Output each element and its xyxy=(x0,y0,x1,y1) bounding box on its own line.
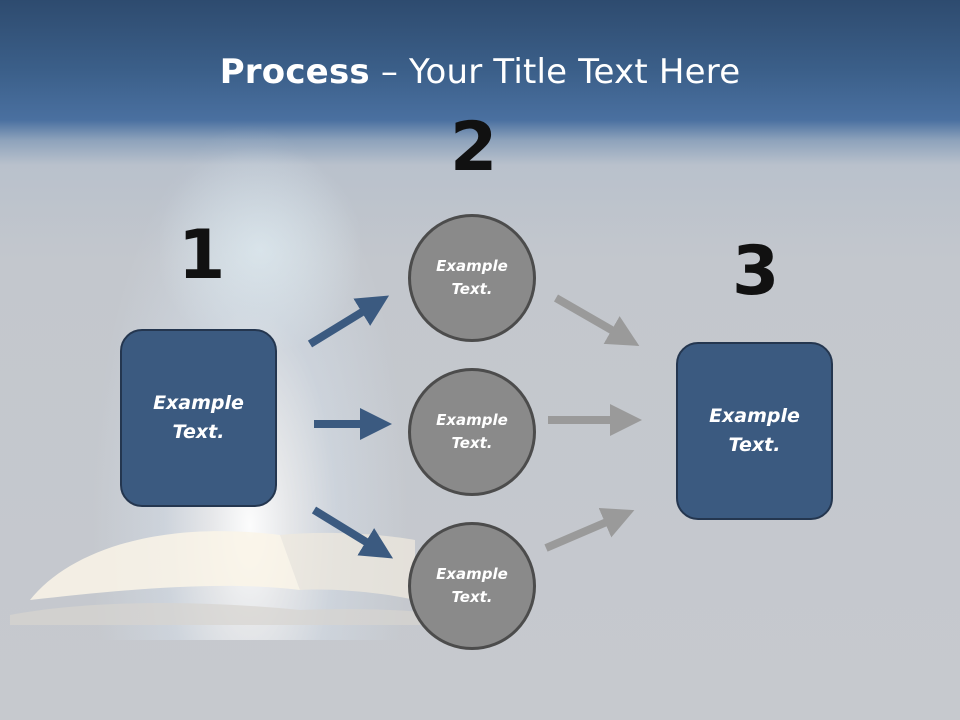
right-box-text: Example Text. xyxy=(709,402,800,460)
circle-bottom[interactable]: Example Text. xyxy=(408,522,536,650)
left-box-line1: Example xyxy=(153,392,244,414)
circle-top[interactable]: Example Text. xyxy=(408,214,536,342)
sparkle-glow xyxy=(160,140,360,360)
title-rest: – Your Title Text Here xyxy=(369,52,741,92)
circle-middle[interactable]: Example Text. xyxy=(408,368,536,496)
circle-top-text: Example Text. xyxy=(436,255,508,301)
circle-middle-line2: Text. xyxy=(451,434,493,452)
step-number-2: 2 xyxy=(450,108,498,187)
circle-top-line1: Example xyxy=(436,257,508,275)
left-process-box[interactable]: Example Text. xyxy=(120,329,277,507)
left-box-text: Example Text. xyxy=(153,389,244,447)
circle-bottom-text: Example Text. xyxy=(436,563,508,609)
circle-bottom-line1: Example xyxy=(436,565,508,583)
right-box-line2: Text. xyxy=(728,434,781,456)
gray-arrow-icon xyxy=(554,294,640,346)
right-process-box[interactable]: Example Text. xyxy=(676,342,833,520)
step-number-1: 1 xyxy=(178,216,226,295)
slide-title: Process – Your Title Text Here xyxy=(0,52,960,92)
step-number-3: 3 xyxy=(732,232,780,311)
blue-arrow-icon xyxy=(307,295,390,348)
circle-bottom-line2: Text. xyxy=(451,588,493,606)
blue-arrow-icon xyxy=(311,506,394,559)
left-box-line2: Text. xyxy=(172,421,225,443)
right-box-line1: Example xyxy=(709,405,800,427)
circle-middle-text: Example Text. xyxy=(436,409,508,455)
circle-middle-line1: Example xyxy=(436,411,508,429)
open-book-illustration xyxy=(10,531,420,625)
circle-top-line2: Text. xyxy=(451,280,493,298)
gray-arrow-icon xyxy=(544,508,635,552)
title-bold: Process xyxy=(219,52,370,92)
